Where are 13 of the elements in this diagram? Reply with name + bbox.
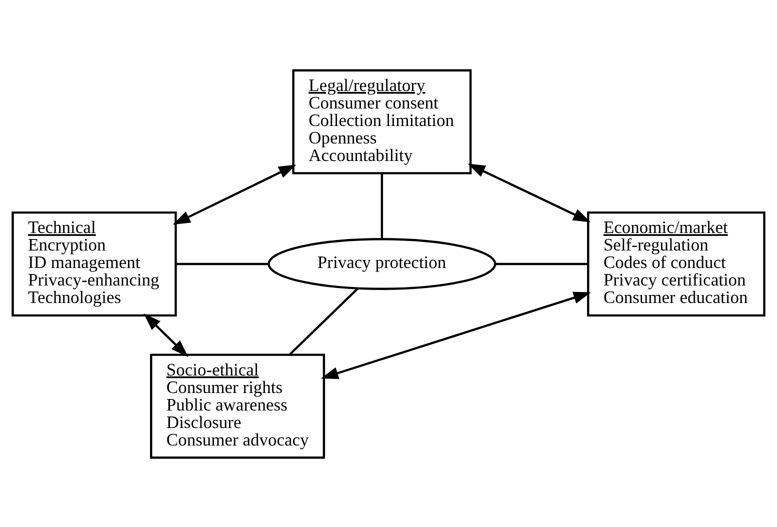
connector bbox=[288, 286, 359, 355]
arrow bbox=[320, 291, 592, 379]
node-box: Technical Encryption ID management Privacy-enhancing Technologies bbox=[12, 211, 177, 316]
connector bbox=[176, 262, 269, 265]
node-ellipse: Privacy protection bbox=[268, 238, 496, 290]
arrow bbox=[172, 164, 296, 224]
node-box: Legal/regulatory Consumer consent Collection limitation Openness Accountability bbox=[292, 68, 472, 174]
arrow bbox=[468, 163, 591, 222]
connector bbox=[494, 262, 588, 265]
connector bbox=[380, 172, 384, 239]
arrow bbox=[144, 312, 188, 356]
node-box: Socio-ethical Consumer rights Public awareness Disclosure Consumer advocacy bbox=[150, 353, 326, 458]
node-box: Economic/market Self-regulation Codes of conduct Privacy certification Consumer education bbox=[587, 211, 766, 316]
